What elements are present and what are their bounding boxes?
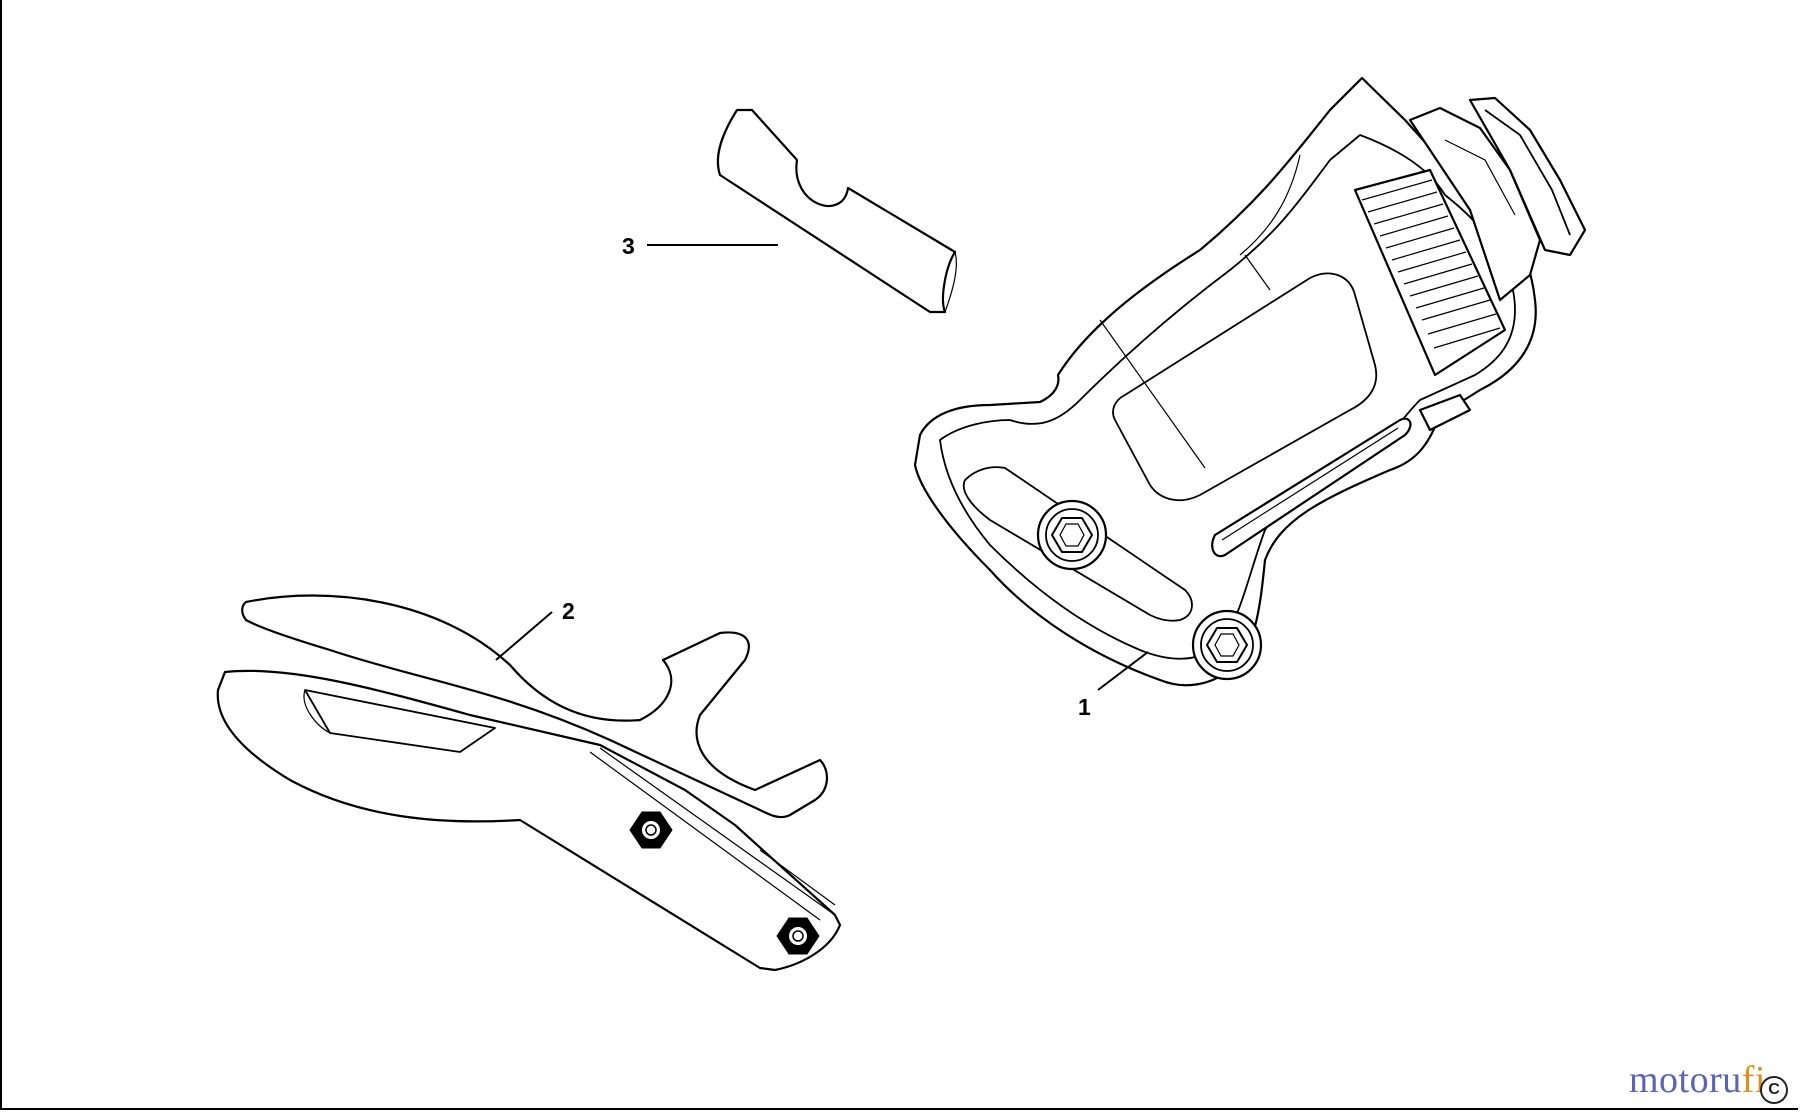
watermark-logo: motorufi	[1629, 1058, 1766, 1102]
leader-line-1	[1097, 651, 1149, 691]
watermark-part-a: motoru	[1629, 1059, 1742, 1101]
vent-grille-lines	[1361, 179, 1501, 349]
part-2-wrench[interactable]	[216, 594, 842, 972]
leader-line-2	[495, 611, 553, 661]
part-1-shroud[interactable]	[913, 76, 1587, 687]
callout-2[interactable]: 2	[562, 598, 575, 624]
watermark-part-b: fi	[1741, 1059, 1766, 1101]
shroud-bolt-upper	[1036, 499, 1108, 571]
spindle-connector	[1408, 96, 1587, 432]
shroud-bolt-lower	[1191, 609, 1263, 681]
wrench-bolt-lower	[776, 917, 820, 955]
copyright-icon: C	[1760, 1076, 1788, 1104]
callout-3[interactable]: 3	[622, 233, 635, 259]
wrench-bolt-upper	[629, 811, 673, 849]
part-3-shim[interactable]	[716, 108, 957, 314]
callout-1[interactable]: 1	[1078, 694, 1091, 720]
